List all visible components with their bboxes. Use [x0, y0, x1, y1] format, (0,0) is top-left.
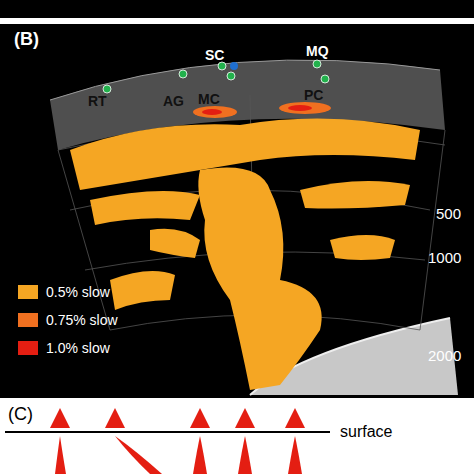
station-label: AG — [163, 94, 184, 108]
station-label: RT — [88, 94, 107, 108]
legend-row: 1.0% slow — [18, 340, 110, 356]
legend-row: 0.5% slow — [18, 284, 110, 300]
legend-text: 0.75% slow — [46, 312, 118, 328]
station-label: MQ — [306, 44, 329, 58]
station-label: PC — [304, 88, 323, 102]
legend-swatch — [18, 285, 38, 299]
depth-label: 1000 — [428, 250, 461, 265]
station-label: MC — [198, 92, 220, 106]
surface-label: surface — [340, 424, 392, 440]
legend-swatch — [18, 341, 38, 355]
legend-text: 1.0% slow — [46, 340, 110, 356]
legend-text: 0.5% slow — [46, 284, 110, 300]
legend-row: 0.75% slow — [18, 312, 118, 328]
depth-label: 2000 — [428, 348, 461, 363]
panel-label: (B) — [14, 30, 39, 48]
station-label: SC — [205, 48, 224, 62]
legend-swatch — [18, 313, 38, 327]
depth-label: 500 — [436, 206, 461, 221]
panel-label: (C) — [8, 405, 33, 423]
